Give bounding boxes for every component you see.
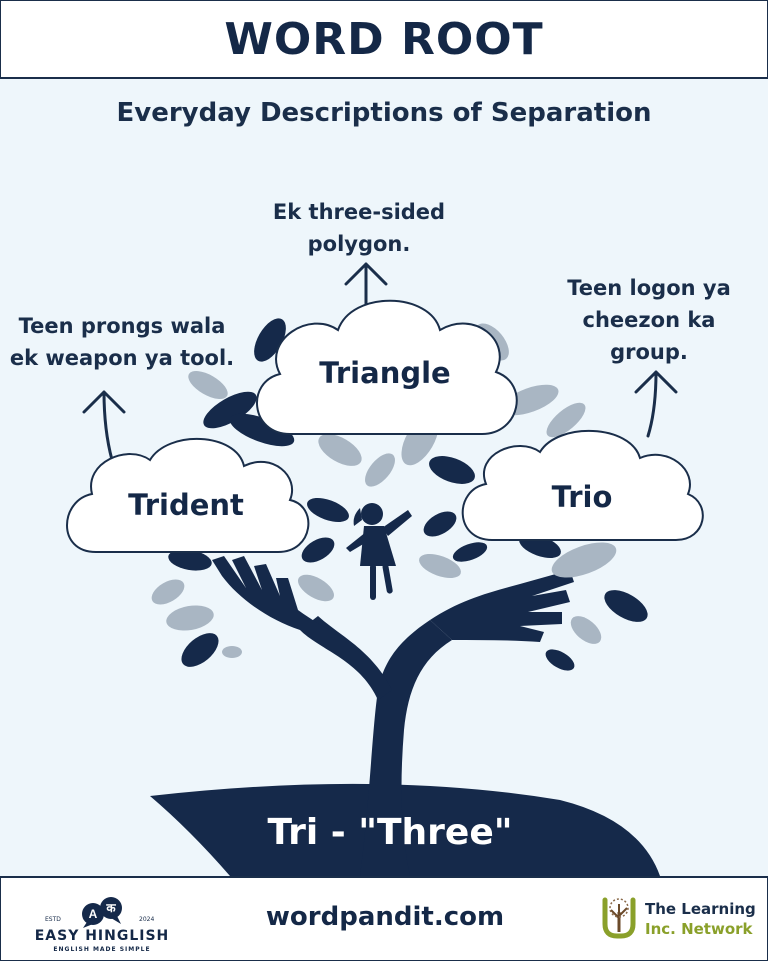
website-link[interactable]: wordpandit.com (265, 902, 505, 932)
cloud-trio (461, 430, 704, 541)
footer-bar: A क ESTD 2024 EASY HINGLISH ENGLISH MADE… (0, 876, 768, 961)
word-trident: Trident (128, 488, 244, 522)
year-label: 2024 (139, 916, 155, 923)
root-label: Tri - "Three" (267, 812, 513, 853)
speech-bubbles-icon: A क (82, 897, 122, 928)
word-trio: Trio (551, 480, 613, 514)
easy-hinglish-logo[interactable]: A क ESTD 2024 EASY HINGLISH ENGLISH MADE… (27, 884, 177, 954)
description-trio: Teen logon ya cheezon ka group. (567, 276, 731, 364)
leaves (151, 318, 648, 671)
left-hand (212, 556, 330, 630)
description-trident: Teen prongs wala ek weapon ya tool. (9, 314, 235, 370)
learning-inc-logo[interactable]: The Learning Inc. Network (599, 896, 759, 946)
estd-label: ESTD (45, 916, 61, 923)
right-hand (430, 570, 574, 642)
word-triangle: Triangle (319, 356, 451, 390)
learning-inc-line2: Inc. Network (645, 920, 753, 938)
easy-hinglish-name: EASY HINGLISH (34, 928, 170, 944)
ground-mound (150, 783, 660, 876)
tree-branch (300, 616, 392, 700)
learning-inc-line1: The Learning (645, 900, 756, 918)
tree-u-icon (602, 897, 636, 939)
easy-hinglish-tagline: ENGLISH MADE SIMPLE (53, 946, 151, 953)
header-bar: WORD ROOT (0, 0, 768, 79)
glyph-a: A (89, 907, 98, 921)
arrow-up-trio (634, 370, 678, 438)
cloud-triangle (256, 299, 518, 435)
arrows (82, 262, 678, 462)
description-triangle: Ek three-sided polygon. (272, 200, 446, 256)
page-title: WORD ROOT (224, 13, 544, 65)
cloud-trident (66, 438, 310, 553)
arrow-up-trident (82, 390, 126, 462)
glyph-k: क (105, 901, 116, 915)
subtitle: Everyday Descriptions of Separation (116, 98, 652, 128)
child-figure (346, 503, 412, 600)
